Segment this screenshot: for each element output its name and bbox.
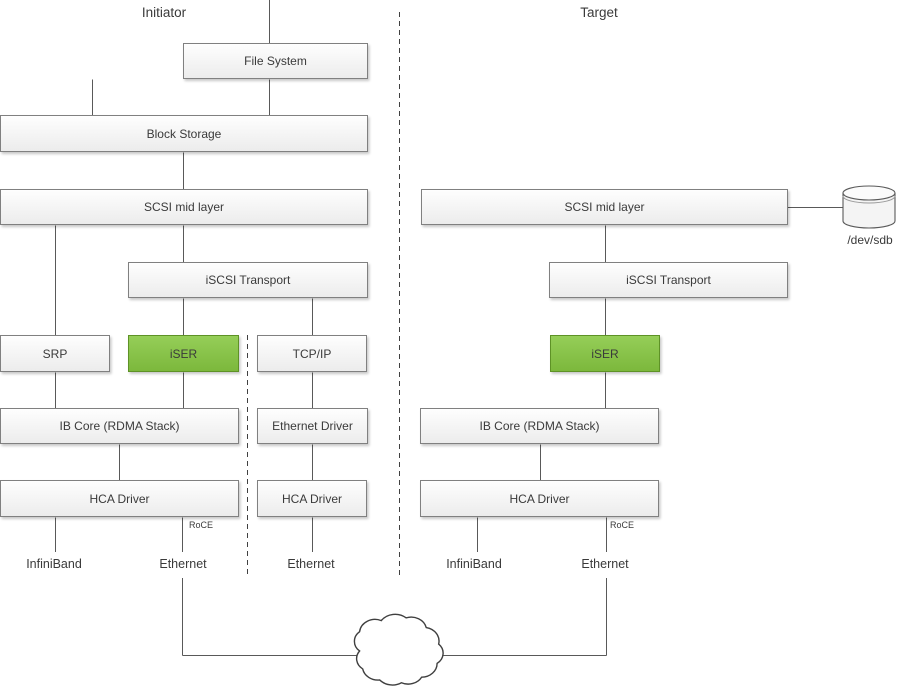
port-ethernet-tcp: Ethernet	[287, 557, 335, 571]
box-file-system: File System	[183, 43, 368, 79]
disk-device-label: /dev/sdb	[847, 233, 893, 247]
box-hca-driver-initiator: HCA Driver	[0, 480, 239, 517]
box-iscsi-transport-target: iSCSI Transport	[549, 262, 788, 298]
box-ib-core-initiator: IB Core (RDMA Stack)	[0, 408, 239, 444]
port-infiniband-initiator: InfiniBand	[26, 557, 82, 571]
disk-cylinder-icon	[842, 185, 896, 229]
target-section-label: Target	[580, 5, 618, 20]
box-block-storage: Block Storage	[0, 115, 368, 152]
port-infiniband-target: InfiniBand	[446, 557, 502, 571]
box-iscsi-transport-initiator: iSCSI Transport	[128, 262, 368, 298]
roce-label-initiator: RoCE	[189, 520, 214, 530]
box-iser-target: iSER	[550, 335, 660, 372]
box-hca-driver-target: HCA Driver	[420, 480, 659, 517]
box-scsi-mid-layer-initiator: SCSI mid layer	[0, 189, 368, 225]
network-cloud-icon	[354, 614, 443, 685]
box-scsi-mid-layer-target: SCSI mid layer	[421, 189, 788, 225]
box-iser-initiator: iSER	[128, 335, 239, 372]
box-ethernet-driver: Ethernet Driver	[257, 408, 368, 444]
box-srp: SRP	[0, 335, 110, 372]
initiator-section-label: Initiator	[141, 5, 187, 20]
roce-label-target: RoCE	[610, 520, 635, 530]
port-ethernet-initiator: Ethernet	[159, 557, 207, 571]
box-tcp-ip: TCP/IP	[257, 335, 367, 372]
box-ib-core-target: IB Core (RDMA Stack)	[420, 408, 659, 444]
port-ethernet-target: Ethernet	[581, 557, 629, 571]
box-hca-driver-ethernet: HCA Driver	[257, 480, 367, 517]
